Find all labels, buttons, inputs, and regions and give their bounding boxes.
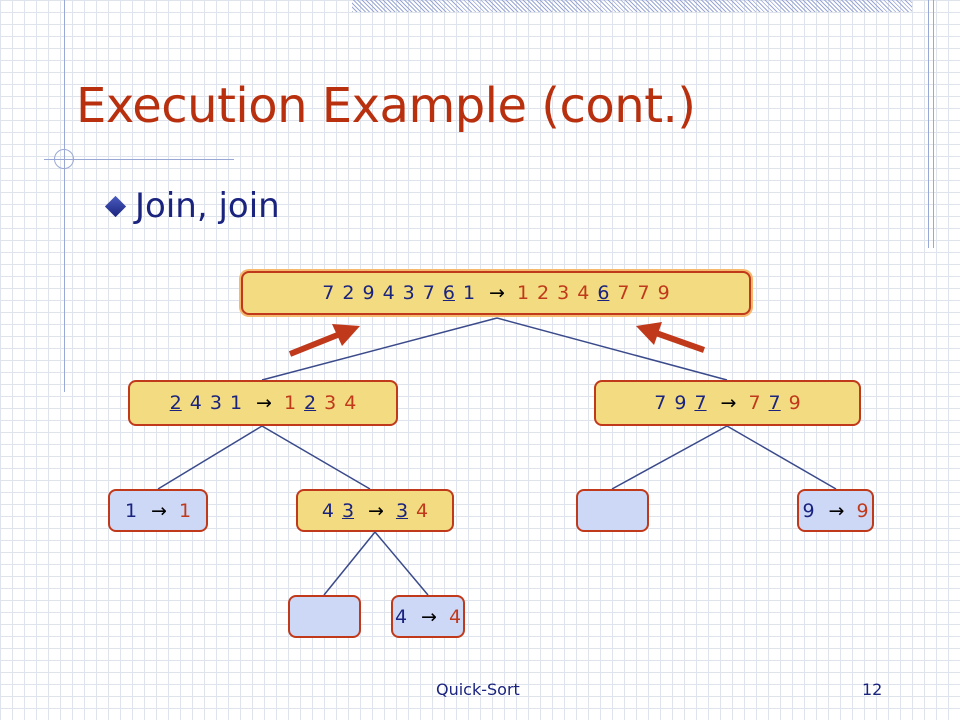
right-vertical-rule — [928, 0, 929, 248]
edge-lr-lrr — [374, 531, 429, 596]
slide-title: Execution Example (cont.) — [76, 78, 696, 134]
crosshair-circle — [54, 149, 74, 169]
sequence-element: 7 — [654, 392, 667, 414]
pivot-element: 7 — [768, 392, 781, 414]
page-number: 12 — [862, 680, 883, 699]
left-vertical-rule — [64, 0, 65, 392]
join-arrow-left — [288, 324, 360, 357]
node-input-sequence: 1 — [121, 500, 141, 522]
sequence-element: 2 — [537, 282, 550, 304]
edge-right-rl — [611, 425, 728, 490]
right-vertical-rule-2 — [933, 0, 934, 248]
arrow-icon: → — [368, 499, 384, 522]
sequence-element: 1 — [178, 499, 192, 522]
sequence-element: 7 — [748, 392, 761, 414]
sequence-element: 4 — [344, 392, 357, 414]
arrow-icon: → — [720, 392, 737, 414]
tree-node-left-right-left — [288, 595, 361, 638]
pivot-element: 7 — [694, 392, 707, 414]
sequence-element: 2 — [342, 282, 355, 304]
sequence-element: 9 — [362, 282, 375, 304]
sequence-element: 7 — [422, 282, 435, 304]
node-output-sequence: 9 — [852, 500, 872, 522]
sequence-element: 9 — [657, 282, 670, 304]
node-input-sequence: 9 — [798, 500, 818, 522]
sequence-element: 3 — [209, 392, 222, 414]
node-output-sequence: 1 — [175, 500, 195, 522]
pivot-element: 6 — [597, 282, 610, 304]
sequence-element: 4 — [577, 282, 590, 304]
arrow-icon: → — [828, 499, 845, 522]
sequence-element: 1 — [229, 392, 243, 414]
sequence-element: 4 — [448, 605, 462, 628]
tree-node-right-left — [576, 489, 649, 532]
edge-lr-lrl — [323, 531, 376, 596]
pivot-element: 6 — [442, 282, 455, 304]
tree-node-right-right: 9 → 9 — [797, 489, 874, 532]
sequence-element: 4 — [394, 605, 408, 628]
sequence-element: 3 — [324, 392, 337, 414]
sequence-element: 7 — [322, 282, 335, 304]
arrow-icon: → — [256, 392, 272, 414]
sequence-element: 7 — [637, 282, 650, 304]
sequence-element: 1 — [124, 499, 138, 522]
sequence-element: 9 — [674, 392, 687, 414]
sequence-element: 4 — [321, 499, 334, 522]
edge-root-left — [261, 317, 498, 381]
pivot-element: 3 — [395, 499, 409, 522]
edge-left-ll — [157, 425, 263, 490]
footer-label: Quick-Sort — [436, 680, 520, 699]
node-output-sequence: 4 — [445, 606, 465, 628]
corner-hatch-band — [352, 0, 912, 12]
join-arrow-right — [636, 322, 706, 353]
arrow-icon: → — [489, 282, 505, 304]
sequence-element: 9 — [788, 392, 801, 414]
tree-node-left-right-right: 4 → 4 — [391, 595, 465, 638]
bullet-item: Join, join — [102, 186, 280, 226]
bullet-text: Join, join — [135, 186, 280, 226]
title-underline-rule — [44, 159, 234, 160]
sequence-element: 3 — [557, 282, 570, 304]
edge-root-right — [496, 317, 728, 381]
sequence-element: 4 — [416, 499, 429, 522]
sequence-element: 9 — [802, 499, 815, 522]
edge-left-lr — [261, 425, 371, 490]
edge-right-rr — [726, 425, 837, 490]
sequence-element: 4 — [382, 282, 395, 304]
sequence-element: 1 — [516, 282, 530, 304]
node-input-sequence: 4 — [391, 606, 411, 628]
sequence-element: 4 — [189, 392, 202, 414]
pivot-element: 2 — [304, 392, 317, 414]
sequence-element: 7 — [617, 282, 630, 304]
tree-node-left-left: 1 → 1 — [108, 489, 208, 532]
sequence-element: 3 — [402, 282, 415, 304]
sequence-element: 9 — [856, 499, 869, 522]
sequence-element: 1 — [462, 282, 476, 304]
arrow-icon: → — [151, 499, 167, 522]
pivot-element: 2 — [169, 392, 182, 414]
arrow-icon: → — [421, 605, 437, 628]
pivot-element: 3 — [341, 499, 355, 522]
sequence-element: 1 — [283, 392, 297, 414]
